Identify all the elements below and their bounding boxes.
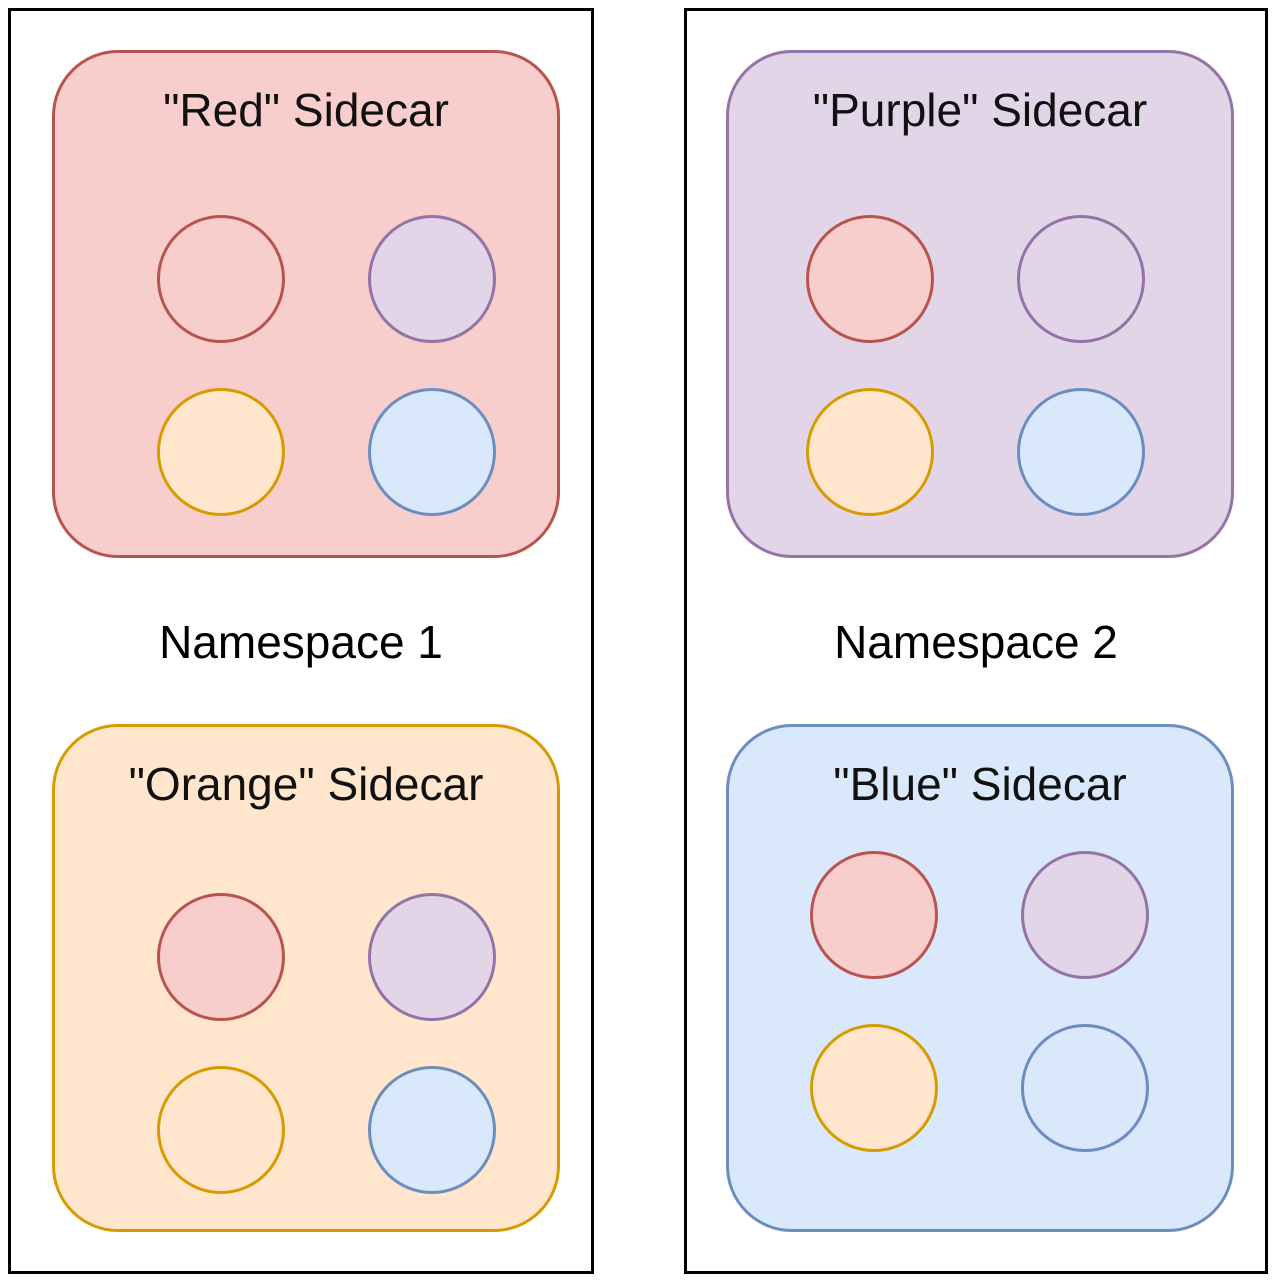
orange-sidecar-title: "Orange" Sidecar [128, 758, 484, 810]
blue-dot [1017, 388, 1145, 516]
red-dot [806, 215, 934, 343]
red-dot [157, 215, 285, 343]
purple-sidecar-title: "Purple" Sidecar [812, 84, 1148, 136]
purple-sidecar-box: "Purple" Sidecar [726, 50, 1234, 558]
namespace-2-box: "Purple" Sidecar Namespace 2 "Blue" Side… [684, 8, 1268, 1274]
purple-dot [368, 215, 496, 343]
red-dot [157, 893, 285, 1021]
orange-dot [157, 388, 285, 516]
blue-sidecar-title: "Blue" Sidecar [833, 758, 1127, 810]
orange-dot [810, 1024, 938, 1152]
red-sidecar-title: "Red" Sidecar [163, 84, 449, 136]
red-dot [810, 851, 938, 979]
namespace-2-label: Namespace 2 [834, 616, 1118, 668]
blue-dot [368, 388, 496, 516]
red-sidecar-box: "Red" Sidecar [52, 50, 560, 558]
orange-sidecar-box: "Orange" Sidecar [52, 724, 560, 1232]
namespace-1-label: Namespace 1 [159, 616, 443, 668]
blue-dot [368, 1066, 496, 1194]
purple-dot [368, 893, 496, 1021]
purple-dot [1017, 215, 1145, 343]
namespace-1-box: "Red" Sidecar Namespace 1 "Orange" Sidec… [8, 8, 594, 1274]
blue-dot [1021, 1024, 1149, 1152]
orange-dot [157, 1066, 285, 1194]
purple-dot [1021, 851, 1149, 979]
orange-dot [806, 388, 934, 516]
blue-sidecar-box: "Blue" Sidecar [726, 724, 1234, 1232]
